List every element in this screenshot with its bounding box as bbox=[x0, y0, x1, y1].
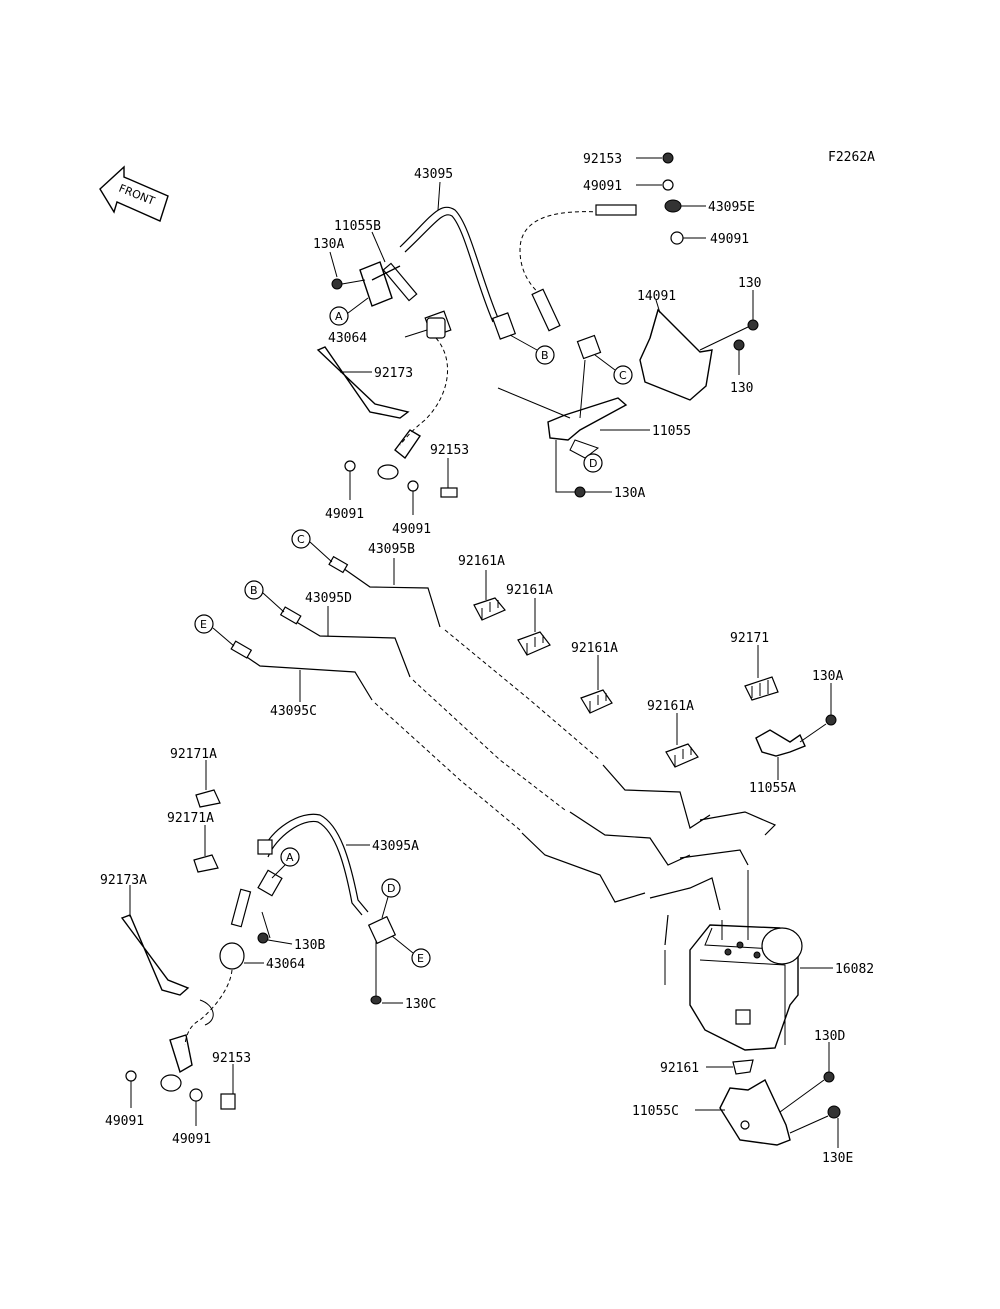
label-11055c: 11055C bbox=[632, 1104, 679, 1119]
banjo-bolt-92153-top bbox=[636, 152, 674, 164]
figure-code: F2262A bbox=[828, 150, 875, 165]
svg-text:E: E bbox=[417, 952, 424, 965]
svg-text:A: A bbox=[286, 851, 294, 864]
bolt-130-top bbox=[699, 290, 759, 351]
label-92153-top: 92153 bbox=[583, 152, 622, 167]
label-92161a-1: 92161A bbox=[458, 554, 505, 569]
svg-text:D: D bbox=[387, 882, 395, 895]
svg-text:C: C bbox=[297, 533, 305, 546]
bolt-130-mid bbox=[733, 339, 745, 375]
label-92173a: 92173A bbox=[100, 873, 147, 888]
svg-text:B: B bbox=[541, 349, 549, 362]
label-49091-top2: 49091 bbox=[710, 232, 749, 247]
label-92161: 92161 bbox=[660, 1061, 699, 1076]
label-43095c: 43095C bbox=[270, 704, 317, 719]
grommet-43064-top bbox=[426, 317, 446, 339]
callout-d-bot bbox=[381, 878, 401, 898]
clamp-92161a-2 bbox=[517, 631, 551, 656]
label-130a-tl: 130A bbox=[313, 237, 344, 252]
brake-hose-43095a bbox=[230, 813, 397, 1005]
label-49091-bl: 49091 bbox=[105, 1114, 144, 1129]
bracket-11055 bbox=[497, 359, 628, 459]
clamp-92161a-1 bbox=[473, 597, 506, 621]
label-43095d: 43095D bbox=[305, 591, 352, 606]
svg-text:B: B bbox=[250, 584, 258, 597]
washer-49091-top bbox=[636, 179, 674, 191]
label-92161a-4: 92161A bbox=[647, 699, 694, 714]
label-92161a-2: 92161A bbox=[506, 583, 553, 598]
label-11055b: 11055B bbox=[334, 219, 381, 234]
bolt-130a-mid bbox=[574, 486, 586, 498]
svg-text:E: E bbox=[200, 618, 207, 631]
label-130c: 130C bbox=[405, 997, 436, 1012]
abs-unit-16082 bbox=[649, 811, 803, 1051]
clamp-92171a-1 bbox=[195, 789, 221, 808]
label-43095: 43095 bbox=[414, 167, 453, 182]
label-92153-bot: 92153 bbox=[212, 1051, 251, 1066]
bracket-92173 bbox=[316, 337, 449, 460]
svg-text:C: C bbox=[619, 369, 627, 382]
svg-text:D: D bbox=[589, 457, 597, 470]
label-130a-mid: 130A bbox=[614, 486, 645, 501]
label-92171a-2: 92171A bbox=[167, 811, 214, 826]
label-130-mid: 130 bbox=[730, 381, 753, 396]
callout-b-mid bbox=[244, 580, 264, 600]
callout-a-bot bbox=[280, 847, 300, 867]
callout-c-top bbox=[613, 365, 633, 385]
label-130-top: 130 bbox=[738, 276, 761, 291]
clamp-92171a-2 bbox=[193, 854, 219, 873]
label-14091: 14091 bbox=[637, 289, 676, 304]
label-49091-l: 49091 bbox=[325, 507, 364, 522]
label-43095b: 43095B bbox=[368, 542, 415, 557]
bracket-92173a bbox=[120, 914, 233, 1074]
label-92171a-1: 92171A bbox=[170, 747, 217, 762]
cover-14091 bbox=[639, 308, 713, 401]
bolt-130d bbox=[779, 1042, 835, 1113]
label-92161a-3: 92161A bbox=[571, 641, 618, 656]
bracket-11055a bbox=[755, 683, 837, 757]
label-92153-mid: 92153 bbox=[430, 443, 469, 458]
brake-hose-43095 bbox=[382, 204, 637, 360]
callout-e-mid bbox=[194, 614, 214, 634]
label-49091-br: 49091 bbox=[172, 1132, 211, 1147]
clamp-92161a-4 bbox=[665, 743, 699, 768]
banjo-fitting-bottom-left bbox=[125, 1070, 236, 1110]
clamp-92171 bbox=[744, 676, 779, 701]
brake-pipes-middle bbox=[230, 555, 711, 903]
label-92171: 92171 bbox=[730, 631, 769, 646]
bracket-11055c bbox=[719, 1079, 791, 1146]
label-11055a: 11055A bbox=[749, 781, 796, 796]
grommet-92161 bbox=[732, 1059, 754, 1075]
label-43095a: 43095A bbox=[372, 839, 419, 854]
label-49091-top: 49091 bbox=[583, 179, 622, 194]
label-130e: 130E bbox=[822, 1151, 853, 1166]
label-43064-top: 43064 bbox=[328, 331, 367, 346]
label-43095e: 43095E bbox=[708, 200, 755, 215]
bolt-130a-tl bbox=[331, 278, 366, 290]
label-92173: 92173 bbox=[374, 366, 413, 381]
bolt-130e bbox=[789, 1105, 841, 1148]
svg-text:A: A bbox=[335, 310, 343, 323]
callout-a-top bbox=[329, 306, 349, 326]
callout-e-bot bbox=[411, 948, 431, 968]
label-43064-bot: 43064 bbox=[266, 957, 305, 972]
label-130d: 130D bbox=[814, 1029, 845, 1044]
label-16082: 16082 bbox=[835, 962, 874, 977]
front-arrow-icon: FRONT bbox=[99, 165, 169, 222]
hose-fitting-43095e bbox=[664, 199, 706, 213]
grommet-43064-bot bbox=[219, 942, 245, 970]
washer-49091-top2 bbox=[670, 231, 706, 245]
banjo-fitting-top-left bbox=[344, 460, 458, 498]
label-130a-r: 130A bbox=[812, 669, 843, 684]
label-130b: 130B bbox=[294, 938, 325, 953]
callout-d-top bbox=[583, 453, 603, 473]
bolt-130b bbox=[257, 911, 293, 945]
callout-c-mid bbox=[291, 529, 311, 549]
clamp-92161a-3 bbox=[580, 689, 613, 714]
label-11055: 11055 bbox=[652, 424, 691, 439]
bracket-11055b bbox=[359, 261, 401, 307]
callout-b-top bbox=[535, 345, 555, 365]
label-49091-r: 49091 bbox=[392, 522, 431, 537]
